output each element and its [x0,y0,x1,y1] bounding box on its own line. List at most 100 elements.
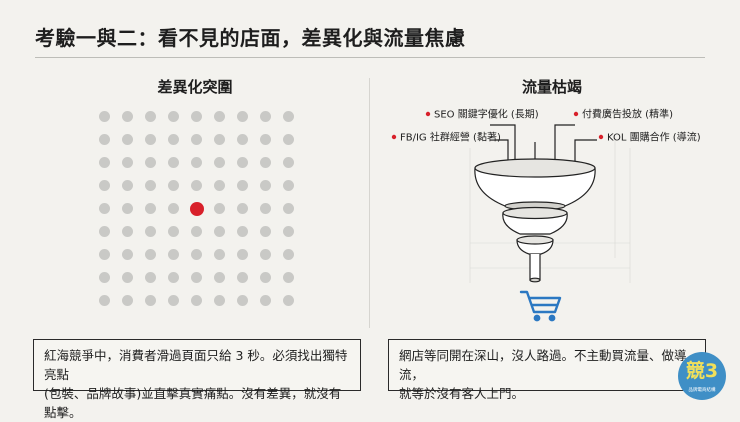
right-caption-line-1: 網店等同開在深山，沒人路過。不主動買流量、做導流， [399,348,687,382]
dot-grid [99,111,294,306]
left-caption: 紅海競爭中，消費者滑過頁面只給 3 秒。必須找出獨特亮點 (包裝、品牌故事)並直… [33,339,361,420]
label-paid-ads: 付費廣告投放 (精準) [582,108,673,121]
grid-dot [122,157,133,168]
grid-dot [260,111,271,122]
grid-dot [237,180,248,191]
grid-dot [122,134,133,145]
grid-dot [122,295,133,306]
grid-dot [260,134,271,145]
grid-dot [145,272,156,283]
brand-badge-logo: 競3 品牌電商結構 [678,352,726,400]
title-rule [35,57,705,58]
right-caption: 網店等同開在深山，沒人路過。不主動買流量、做導流， 就等於沒有客人上門。 [388,339,706,401]
grid-dot [214,180,225,191]
grid-dot [168,203,179,214]
grid-dot [260,226,271,237]
left-caption-line-2: (包裝、品牌故事)並直擊真實痛點。沒有差異，就沒有點擊。 [44,386,342,420]
bullet-icon [598,134,604,140]
label-kol: KOL 團購合作 (導流) [607,131,701,144]
grid-dot [283,203,294,214]
right-heading: 流量枯竭 [521,78,582,96]
grid-dot [122,272,133,283]
grid-dot [145,226,156,237]
grid-dot [214,203,225,214]
grid-dot [99,249,110,260]
shopping-cart-icon [519,290,562,322]
bullet-icon [573,111,579,117]
grid-dot [99,226,110,237]
grid-dot [168,272,179,283]
grid-dot [191,134,202,145]
grid-dot [237,203,248,214]
bullet-icon [425,111,431,117]
grid-dot [191,180,202,191]
grid-dot [260,203,271,214]
left-heading: 差異化突圍 [157,78,233,96]
grid-dot [283,249,294,260]
grid-dot [214,157,225,168]
grid-dot [99,180,110,191]
grid-dot [99,111,110,122]
grid-dot [214,249,225,260]
arrow-paid [551,124,575,178]
traffic-funnel-diagram: SEO 關鍵字優化 (長期) 付費廣告投放 (精準) FB/IG 社群經營 (黏… [391,108,701,322]
right-caption-line-2: 就等於沒有客人上門。 [399,386,525,401]
grid-dot [214,226,225,237]
grid-dot [260,157,271,168]
grid-dot [283,272,294,283]
grid-dot [145,157,156,168]
grid-dot [237,249,248,260]
grid-dot [145,203,156,214]
grid-dot [99,157,110,168]
grid-dot [283,226,294,237]
grid-dot [191,295,202,306]
grid-dot [99,134,110,145]
grid-dot [122,180,133,191]
grid-dot [168,180,179,191]
grid-dot [122,203,133,214]
grid-dot [214,272,225,283]
highlighted-dot [189,201,204,216]
grid-dot [99,295,110,306]
grid-dot [260,180,271,191]
grid-dot [145,111,156,122]
grid-dot [99,272,110,283]
grid-dot [237,226,248,237]
grid-dot [99,203,110,214]
funnel-tier-1 [474,158,596,211]
page-title: 考驗一與二：看不見的店面，差異化與流量焦慮 [35,26,466,50]
bullet-icon [391,134,397,140]
grid-dot [191,226,202,237]
grid-dot [237,157,248,168]
grid-dot [168,295,179,306]
grid-dot [237,295,248,306]
grid-dot [168,157,179,168]
grid-dot [168,226,179,237]
grid-dot [191,157,202,168]
grid-dot [145,249,156,260]
grid-dot [237,272,248,283]
grid-dot [122,226,133,237]
grid-dot [145,134,156,145]
grid-dot [237,134,248,145]
grid-dot [214,295,225,306]
grid-dot [122,111,133,122]
label-seo: SEO 關鍵字優化 (長期) [434,108,539,121]
column-divider [369,78,370,328]
grid-dot [260,249,271,260]
label-social: FB/IG 社群經營 (黏著) [400,131,501,144]
grid-dot [168,134,179,145]
grid-dot [260,272,271,283]
grid-dot [237,111,248,122]
funnel-tier-2 [502,206,568,235]
grid-dot [283,111,294,122]
grid-dot [122,249,133,260]
grid-dot [260,295,271,306]
grid-dot [283,157,294,168]
grid-dot [191,111,202,122]
grid-dot [168,111,179,122]
grid-dot [283,180,294,191]
grid-dot [145,295,156,306]
grid-dot [283,295,294,306]
badge-mark: 競3 [685,360,719,382]
